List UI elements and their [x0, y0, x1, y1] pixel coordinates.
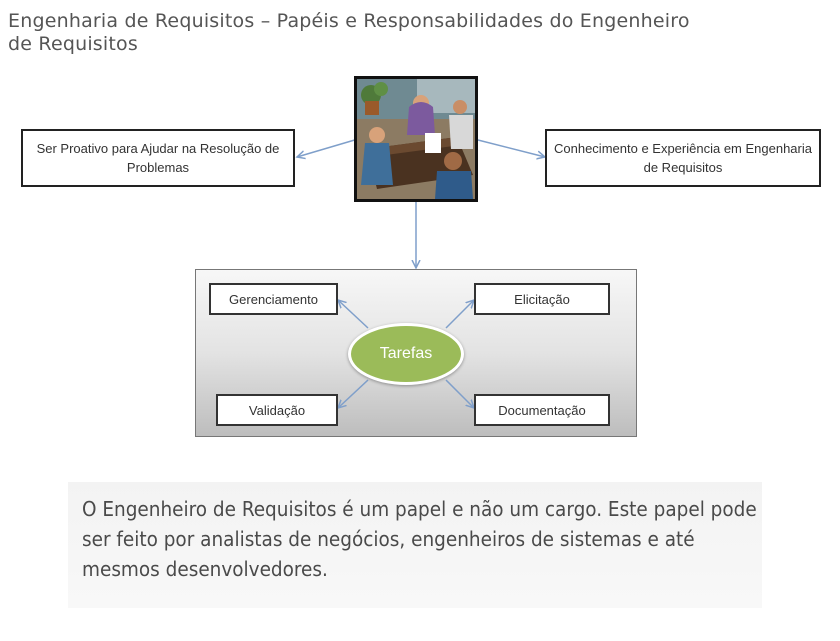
arrow-to-documentacao — [445, 379, 474, 408]
task-elicitacao: Elicitação — [474, 283, 610, 315]
right-role-box: Conhecimento e Experiência em Engenharia… — [545, 129, 821, 187]
tarefas-node: Tarefas — [348, 323, 464, 385]
arrow-to-validacao — [338, 379, 369, 408]
task-documentacao-label: Documentação — [498, 402, 586, 418]
task-documentacao: Documentação — [474, 394, 610, 426]
left-role-label: Ser Proativo para Ajudar na Resolução de… — [36, 141, 280, 175]
left-role-box: Ser Proativo para Ajudar na Resolução de… — [21, 129, 295, 187]
task-elicitacao-label: Elicitação — [514, 291, 570, 307]
arrow-to-elicitacao — [445, 300, 474, 329]
note-text: O Engenheiro de Requisitos é um papel e … — [82, 497, 757, 581]
arrow-to-gerenciamento — [338, 300, 369, 329]
note-background — [68, 482, 762, 608]
task-gerenciamento-label: Gerenciamento — [229, 291, 318, 307]
meeting-clipart-image — [354, 76, 478, 202]
task-validacao: Validação — [216, 394, 338, 426]
arrow-to-right-box — [473, 138, 545, 157]
slide-title: Engenharia de Requisitos – Papéis e Resp… — [8, 10, 690, 55]
right-role-label: Conhecimento e Experiência em Engenharia… — [554, 141, 812, 175]
task-validacao-label: Validação — [248, 402, 306, 418]
task-gerenciamento: Gerenciamento — [209, 283, 338, 315]
arrow-to-left-box — [297, 138, 359, 157]
tarefas-label: Tarefas — [379, 345, 433, 362]
